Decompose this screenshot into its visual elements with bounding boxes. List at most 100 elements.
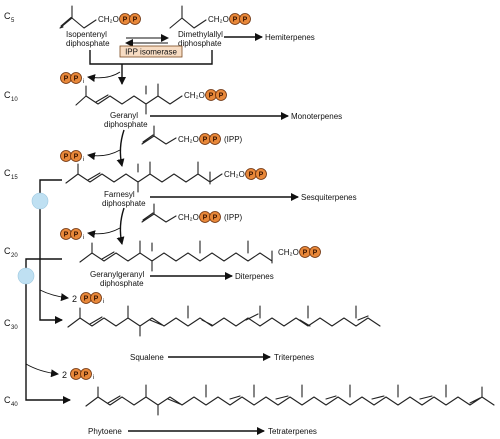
c30-two-ppi: 2 P P i xyxy=(72,292,104,305)
svg-text:30: 30 xyxy=(11,325,18,331)
ipp-ch2o: CH₂O xyxy=(98,15,119,24)
ggpp-name-line1: Geranylgeranyl xyxy=(90,270,144,279)
svg-text:C: C xyxy=(4,168,11,178)
fpp-dimerization-node xyxy=(31,192,49,210)
dmapp-diphosphate: P P xyxy=(229,13,251,25)
svg-text:P: P xyxy=(133,17,138,24)
carbon-label-c10: C 10 xyxy=(4,90,18,103)
svg-text:P: P xyxy=(249,172,254,179)
svg-text:40: 40 xyxy=(11,402,18,408)
c40-two-ppi: 2 P P i xyxy=(62,368,94,381)
fpp-diphosphate: P P xyxy=(245,168,267,180)
svg-text:C: C xyxy=(4,90,11,100)
c10-ppi-release-arrow xyxy=(87,71,121,82)
gpp-to-fpp-arrow xyxy=(116,129,125,167)
fpp-name-line1: Farnesyl xyxy=(104,190,135,199)
svg-text:P: P xyxy=(203,137,208,144)
fpp-branch-connector xyxy=(39,179,63,324)
dmapp-structure xyxy=(169,5,207,29)
carbon-label-c30: C 30 xyxy=(4,318,18,331)
phytoene-label: Phytoene xyxy=(88,427,122,436)
squalene-label: Squalene xyxy=(130,353,164,362)
svg-text:2: 2 xyxy=(62,370,67,380)
svg-text:P: P xyxy=(219,93,224,100)
svg-text:P: P xyxy=(233,17,238,24)
c15-ppi: P P i xyxy=(60,150,84,163)
dmapp-name-line1: Dimethylallyl xyxy=(178,30,223,39)
svg-text:P: P xyxy=(74,372,79,379)
svg-text:10: 10 xyxy=(11,97,18,103)
ipp-add-2-tag: (IPP) xyxy=(224,213,243,222)
carbon-label-c40: C 40 xyxy=(4,395,18,408)
svg-text:P: P xyxy=(74,154,79,161)
ggpp-name-line2: diphosphate xyxy=(100,279,144,288)
svg-text:C: C xyxy=(4,11,11,21)
ipp-diphosphate: P P xyxy=(119,13,141,25)
svg-text:P: P xyxy=(64,76,69,83)
diterpenes-label: Diterpenes xyxy=(235,272,274,281)
ipp-structure xyxy=(59,5,97,29)
svg-text:C: C xyxy=(4,318,11,328)
sesquiterpenes-label: Sesquiterpenes xyxy=(301,193,357,202)
c15-ppi-release-arrow xyxy=(87,149,121,161)
ipp-add-1-ch2o: CH₂O xyxy=(178,135,199,144)
ipp-name-line1: Isopentenyl xyxy=(66,30,107,39)
ggpp-diphosphate: P P xyxy=(299,246,321,258)
svg-text:2: 2 xyxy=(72,294,77,304)
svg-text:P: P xyxy=(64,154,69,161)
carbon-label-c15: C 15 xyxy=(4,168,18,181)
tetraterpenes-label: Tetraterpenes xyxy=(268,427,317,436)
svg-text:P: P xyxy=(213,215,218,222)
ggpp-dimerization-node xyxy=(17,267,35,285)
svg-text:P: P xyxy=(243,17,248,24)
c5-condensation-connector xyxy=(89,50,213,84)
ipp-isomerase-box xyxy=(119,45,183,58)
gpp-name-line2: diphosphate xyxy=(104,120,148,129)
svg-text:P: P xyxy=(123,17,128,24)
svg-text:20: 20 xyxy=(11,253,18,259)
svg-text:P: P xyxy=(74,76,79,83)
squalene-structure xyxy=(67,305,381,337)
svg-text:P: P xyxy=(64,232,69,239)
c40-ppi-release-arrow xyxy=(25,363,59,378)
svg-text:P: P xyxy=(74,232,79,239)
c10-ppi: P P i xyxy=(60,72,84,85)
svg-text:P: P xyxy=(84,372,89,379)
svg-text:i: i xyxy=(83,235,84,241)
gpp-diphosphate: P P xyxy=(205,89,227,101)
svg-text:P: P xyxy=(203,215,208,222)
ipp-add-2-ch2o: CH₂O xyxy=(178,213,199,222)
svg-text:i: i xyxy=(83,157,84,163)
fpp-ch2o: CH₂O xyxy=(224,170,245,179)
ipp-addition-1-structure xyxy=(141,125,177,145)
dmapp-ch2o: CH₂O xyxy=(208,15,229,24)
carbon-label-c5: C 5 xyxy=(4,11,15,24)
fpp-name-line2: diphosphate xyxy=(102,199,146,208)
dmapp-name-line2: diphosphate xyxy=(178,39,222,48)
c30-ppi-release-arrow xyxy=(39,289,69,302)
ipp-isomerase-label: IPP isomerase xyxy=(125,48,177,57)
monoterpenes-label: Monoterpenes xyxy=(291,112,342,121)
carbon-label-c20: C 20 xyxy=(4,246,18,259)
ipp-add-1-diphosphate: P P xyxy=(199,133,221,145)
svg-text:15: 15 xyxy=(11,175,18,181)
svg-text:P: P xyxy=(303,250,308,257)
farnesyl-diphosphate-structure xyxy=(65,161,223,193)
phytoene-structure xyxy=(85,384,495,416)
ipp-name-line2: diphosphate xyxy=(66,39,110,48)
svg-text:i: i xyxy=(93,375,94,381)
svg-text:P: P xyxy=(259,172,264,179)
svg-text:P: P xyxy=(313,250,318,257)
fpp-to-ggpp-arrow xyxy=(116,207,125,245)
ipp-add-2-diphosphate: P P xyxy=(199,211,221,223)
geranyl-diphosphate-structure xyxy=(75,83,183,115)
svg-text:C: C xyxy=(4,395,11,405)
svg-text:5: 5 xyxy=(11,18,15,24)
svg-text:P: P xyxy=(94,296,99,303)
triterpenes-label: Triterpenes xyxy=(274,353,314,362)
c20-ppi: P P i xyxy=(60,228,84,241)
ggpp-branch-connector xyxy=(25,258,71,404)
gpp-ch2o: CH₂O xyxy=(184,91,205,100)
c20-ppi-release-arrow xyxy=(87,227,121,239)
